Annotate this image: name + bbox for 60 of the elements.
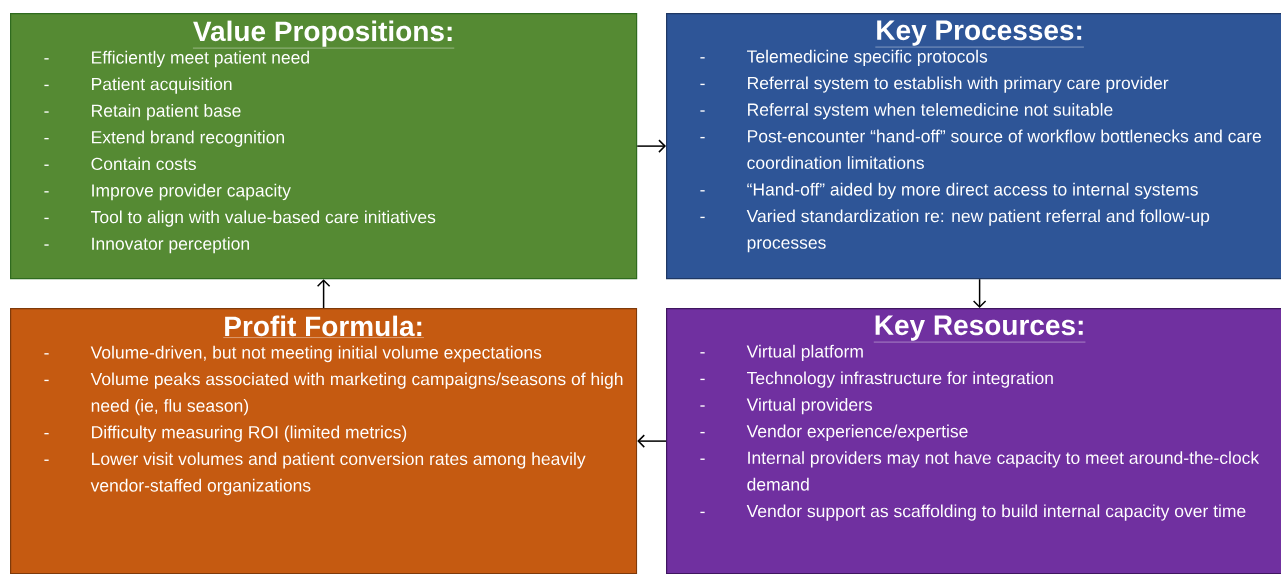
list-item: Vendor experience/expertise — [746, 424, 968, 441]
bullet-dash: - — [44, 164, 49, 166]
arrow — [316, 279, 331, 309]
list-item: Internal providers may not have capacity to meet around-the-clock demand — [747, 451, 1260, 491]
list-item: Retain patient base — [92, 104, 241, 121]
box-heading: Profit Formula: — [223, 315, 425, 338]
arrow — [637, 434, 667, 448]
bullet-dash: - — [700, 352, 705, 354]
list-item: Difficulty measuring ROI (limited metrics) — [92, 425, 407, 442]
list-item: Contain costs — [91, 157, 196, 171]
list-item: Patient acquisition — [92, 77, 232, 94]
text-box — [10, 308, 638, 574]
list-item: Telemedicine specific protocols — [747, 49, 988, 67]
list-item: Post-encounter “hand-off” source of workflow bottlenecks and care coordination limitations — [747, 129, 1261, 170]
bullet-dash: - — [44, 459, 49, 461]
text-box — [666, 13, 1281, 280]
list-item: Technology infrastructure for integration — [747, 371, 1053, 388]
bullet-dash: - — [44, 111, 49, 113]
box-heading: Key Resources: — [873, 315, 1086, 343]
list-item: Volume peaks associated with marketing campaigns/seasons of high need (ie, flu season) — [90, 372, 623, 416]
list-item: Vendor support as scaffolding to build internal capacity over time — [746, 504, 1246, 521]
bullet-dash: - — [700, 378, 705, 381]
bullet-dash: - — [700, 136, 705, 139]
bullet-dash: - — [700, 83, 705, 86]
list-item: Innovator perception — [92, 237, 249, 254]
list-item: Virtual providers — [746, 398, 873, 415]
list-item: Extend brand recognition — [92, 130, 284, 147]
box-heading: Value Propositions: — [192, 20, 455, 49]
bullet-dash: - — [44, 244, 49, 246]
bullet-dash: - — [700, 405, 705, 407]
list-item: Referral system to establish with primary care provider — [748, 76, 1169, 93]
bullet-dash: - — [44, 84, 49, 87]
list-item: “Hand-off” aided by more direct access to internal systems — [747, 182, 1198, 200]
list-item: Volume-driven, but not meeting initial volume expectations — [90, 345, 542, 363]
arrow — [636, 139, 666, 153]
text-box — [10, 13, 638, 280]
bullet-dash: - — [44, 432, 49, 435]
list-item: Tool to align with value-based care initiatives — [91, 210, 436, 227]
bullet-dash: - — [44, 137, 49, 140]
bullet-dash: - — [44, 191, 49, 193]
bullet-dash: - — [44, 353, 49, 355]
bullet-dash: - — [44, 379, 49, 382]
list-item: Varied standardization re: new patient referral and follow-up processes — [746, 209, 1210, 253]
bullet-dash: - — [700, 511, 705, 514]
list-item: Referral system when telemedicine not suitable — [748, 103, 1113, 120]
bullet-dash: - — [700, 216, 705, 219]
list-item: Efficiently meet patient need — [92, 50, 309, 68]
text-box — [666, 308, 1281, 574]
box-heading: Key Processes: — [875, 20, 1085, 48]
bullet-dash: - — [700, 431, 705, 434]
bullet-dash: - — [700, 110, 705, 112]
bullet-dash: - — [44, 217, 49, 220]
bullet-dash: - — [700, 57, 705, 59]
bullet-dash: - — [44, 58, 49, 60]
bullet-dash: - — [700, 458, 705, 460]
arrow — [972, 278, 987, 308]
list-item: Improve provider capacity — [92, 183, 291, 201]
list-item: Lower visit volumes and patient conversion rates among heavily vendor-staffed organizations — [90, 452, 586, 496]
list-item: Virtual platform — [746, 344, 863, 362]
bullet-dash: - — [700, 190, 705, 192]
